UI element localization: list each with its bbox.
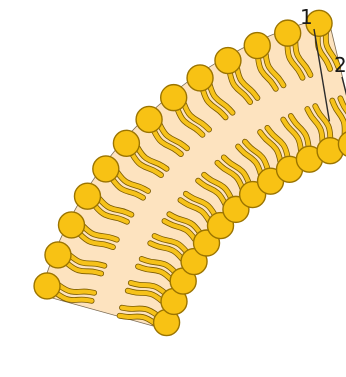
outer-head-4 (93, 156, 119, 182)
outer-head-3 (74, 183, 100, 209)
callout-label-2: 2 (334, 53, 346, 77)
outer-head-10 (244, 33, 270, 59)
outer-head-5 (113, 130, 139, 156)
outer-head-1 (45, 242, 71, 268)
outer-head-6 (136, 106, 162, 132)
outer-head-7 (161, 85, 187, 111)
outer-head-11 (275, 20, 301, 46)
outer-head-9 (215, 48, 241, 74)
callout-label-1: 1 (300, 5, 313, 29)
outer-head-0 (34, 273, 60, 299)
outer-head-2 (58, 212, 84, 238)
outer-head-8 (187, 65, 213, 91)
